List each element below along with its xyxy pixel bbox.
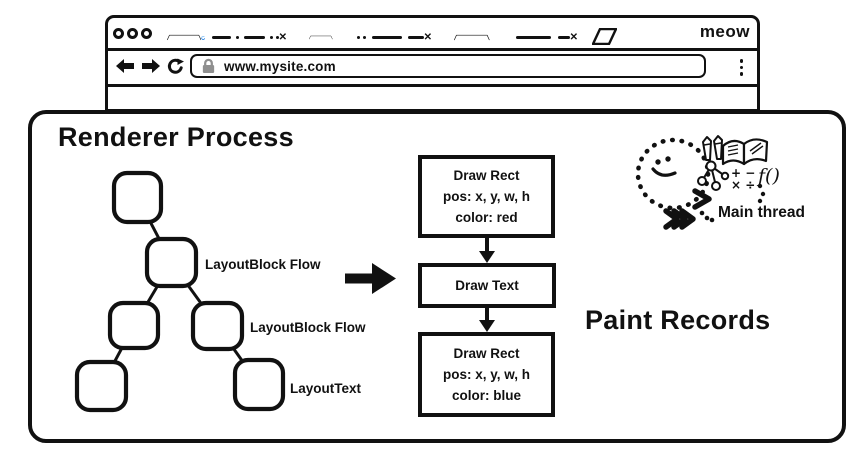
triple-chevron-icon [663, 208, 696, 230]
paint-records-heading: Paint Records [585, 305, 771, 335]
tab-title-scribble [362, 36, 366, 39]
window-control-dot[interactable] [113, 28, 124, 39]
close-icon[interactable]: ✕ [423, 31, 432, 43]
paint-record-line: Draw Text [455, 278, 519, 293]
paint-record-line: color: red [455, 210, 518, 225]
paint-record-line: Draw Rect [453, 168, 520, 183]
window-controls [113, 28, 152, 39]
tab-bar: ✕ ✕ ✕ [108, 18, 757, 51]
tab-title-scribble [371, 36, 402, 39]
pencils-icon [702, 135, 723, 161]
forward-button[interactable] [142, 59, 160, 73]
close-icon[interactable]: ✕ [569, 31, 578, 43]
kebab-icon [739, 72, 743, 76]
tab-title-scribble [269, 36, 273, 39]
tab-shape [167, 34, 202, 41]
brand-label: meow [699, 22, 750, 41]
math-symbols-icon: + − [731, 166, 755, 180]
tab-title-scribble [211, 36, 231, 39]
paint-record-line: pos: x, y, w, h [442, 189, 530, 204]
tab-shape [309, 35, 333, 40]
back-arrow-icon [116, 59, 134, 73]
layout-node [74, 359, 129, 413]
paint-record-line: pos: x, y, w, h [442, 367, 530, 382]
tree-label: LayoutBlock Flow [205, 257, 321, 272]
layout-node [144, 236, 199, 289]
tab-title-scribble [557, 36, 570, 39]
math-symbols-icon: × ÷ [731, 178, 755, 192]
tab-title-scribble [356, 36, 360, 39]
tab-title-scribble [243, 36, 265, 39]
kebab-icon [739, 59, 743, 63]
layout-node [107, 300, 161, 351]
window-control-dot[interactable] [127, 28, 138, 39]
tab-1[interactable]: ✕ [154, 27, 296, 48]
renderer-process-panel: Renderer Process LayoutBlock Flow Layout… [28, 110, 846, 443]
paint-record-line: color: blue [451, 388, 521, 403]
layout-node [232, 357, 286, 412]
book-icon [721, 138, 769, 166]
tab-title-scribble [275, 36, 279, 39]
node-graph-icon [697, 160, 730, 191]
kebab-icon [739, 65, 743, 70]
tab-2[interactable]: ✕ [296, 27, 441, 48]
paint-record-box: Draw Text [418, 263, 556, 308]
url-text: www.mysite.com [224, 58, 336, 74]
down-arrow-icon [479, 308, 495, 332]
paint-record-line: Draw Rect [453, 346, 520, 361]
layout-node [111, 170, 164, 225]
dotted-loop-icon [635, 137, 711, 211]
tab-3[interactable]: ✕ [441, 27, 587, 48]
paint-record-box: Draw Rect pos: x, y, w, h color: red [418, 155, 555, 238]
main-thread-label: Main thread [718, 204, 805, 221]
layout-node [190, 300, 245, 352]
loading-spinner-icon [201, 35, 206, 40]
window-control-dot[interactable] [141, 28, 152, 39]
lock-icon [202, 58, 215, 74]
tree-label: LayoutText [290, 381, 362, 396]
forward-arrow-icon [142, 59, 160, 73]
close-icon[interactable]: ✕ [278, 31, 287, 43]
chevron-arrow-icon [692, 188, 712, 210]
new-tab-button[interactable] [592, 28, 617, 45]
tab-title-scribble [235, 36, 239, 39]
tab-title-scribble [515, 36, 551, 39]
function-icon: f() [756, 165, 780, 187]
layout-tree [74, 170, 286, 413]
menu-button[interactable] [738, 57, 746, 78]
tab-shape [454, 34, 490, 41]
paint-record-box: Draw Rect pos: x, y, w, h color: blue [418, 332, 555, 417]
tree-label: LayoutBlock Flow [250, 320, 366, 335]
flow-arrow-icon [345, 263, 396, 294]
reload-arrowhead-icon [177, 58, 184, 65]
tab-title-scribble [407, 36, 424, 39]
reload-button[interactable] [166, 58, 184, 76]
reload-icon [167, 58, 183, 74]
nav-bar: www.mysite.com [108, 48, 757, 87]
tree-edges [100, 196, 261, 387]
down-arrow-icon [479, 238, 495, 263]
panel-title: Renderer Process [58, 122, 294, 152]
url-bar[interactable]: www.mysite.com [190, 54, 706, 78]
browser-window: ✕ ✕ ✕ [105, 15, 760, 112]
smiley-face-icon [651, 156, 677, 177]
back-button[interactable] [116, 59, 134, 73]
